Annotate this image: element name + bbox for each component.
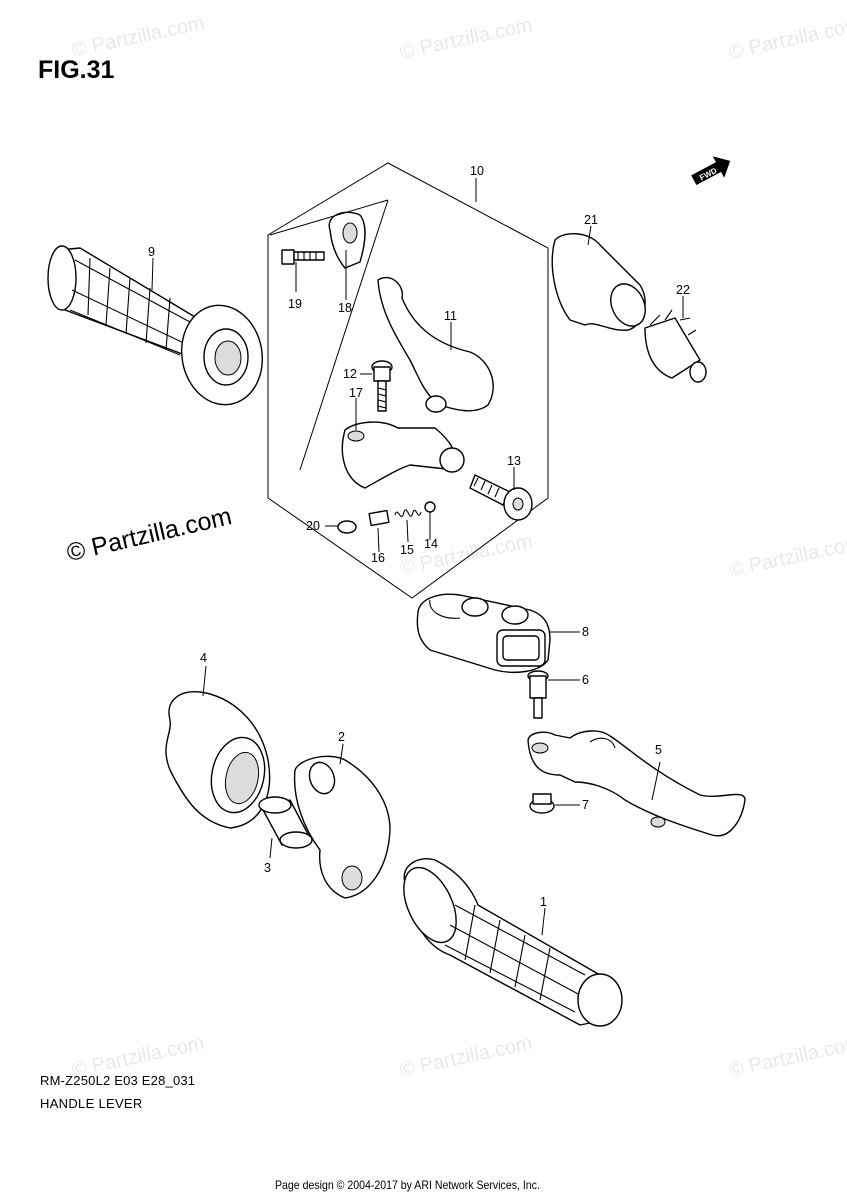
callout-9: 9 xyxy=(148,245,155,259)
part-11-lever xyxy=(377,276,494,412)
callout-18: 18 xyxy=(338,301,352,315)
callout-6: 6 xyxy=(582,673,589,687)
page-footer: Page design © 2004-2017 by ARI Network S… xyxy=(275,1178,540,1192)
part-17-holder xyxy=(341,421,457,489)
callout-13: 13 xyxy=(507,454,521,468)
part-9-left-grip xyxy=(47,245,264,406)
fwd-arrow-icon: FWD xyxy=(691,156,731,186)
callout-11: 11 xyxy=(444,309,457,323)
callout-15: 15 xyxy=(400,543,414,557)
model-code: RM-Z250L2 E03 E28_031 xyxy=(40,1073,196,1088)
part-1-throttle-grip xyxy=(403,858,623,1027)
callout-22: 22 xyxy=(676,283,690,297)
part-14-ball xyxy=(424,501,436,513)
callout-16: 16 xyxy=(371,551,385,565)
callout-12: 12 xyxy=(343,367,357,381)
callout-14: 14 xyxy=(424,537,438,551)
part-5-lever xyxy=(527,730,746,837)
callouts: 10 9 21 22 19 18 11 12 17 13 20 16 15 14… xyxy=(148,164,690,909)
figure-title: FIG.31 xyxy=(38,56,115,84)
diagram-caption: HANDLE LEVER xyxy=(40,1096,143,1111)
part-13-adjuster xyxy=(469,474,533,521)
callout-8: 8 xyxy=(582,625,589,639)
callout-5: 5 xyxy=(655,743,662,757)
part-3-collar xyxy=(258,796,313,849)
callout-7: 7 xyxy=(582,798,589,812)
callout-21: 21 xyxy=(584,213,598,227)
callout-1: 1 xyxy=(540,895,547,909)
callout-4: 4 xyxy=(200,651,207,665)
callout-19: 19 xyxy=(288,297,302,311)
part-16-pin xyxy=(368,509,390,527)
callout-17: 17 xyxy=(349,386,363,400)
assembly-10-outline xyxy=(267,162,549,599)
callout-20: 20 xyxy=(306,519,320,533)
callout-3: 3 xyxy=(264,861,271,875)
part-20-washer xyxy=(337,520,357,534)
callout-10: 10 xyxy=(470,164,484,178)
part-19-bolt xyxy=(281,249,325,265)
leader-lines xyxy=(151,178,684,936)
callout-2: 2 xyxy=(338,730,345,744)
part-22-adjuster xyxy=(644,309,707,383)
part-12-bolt xyxy=(371,360,393,412)
part-6-bolt xyxy=(527,670,549,719)
part-15-spring xyxy=(394,509,422,518)
